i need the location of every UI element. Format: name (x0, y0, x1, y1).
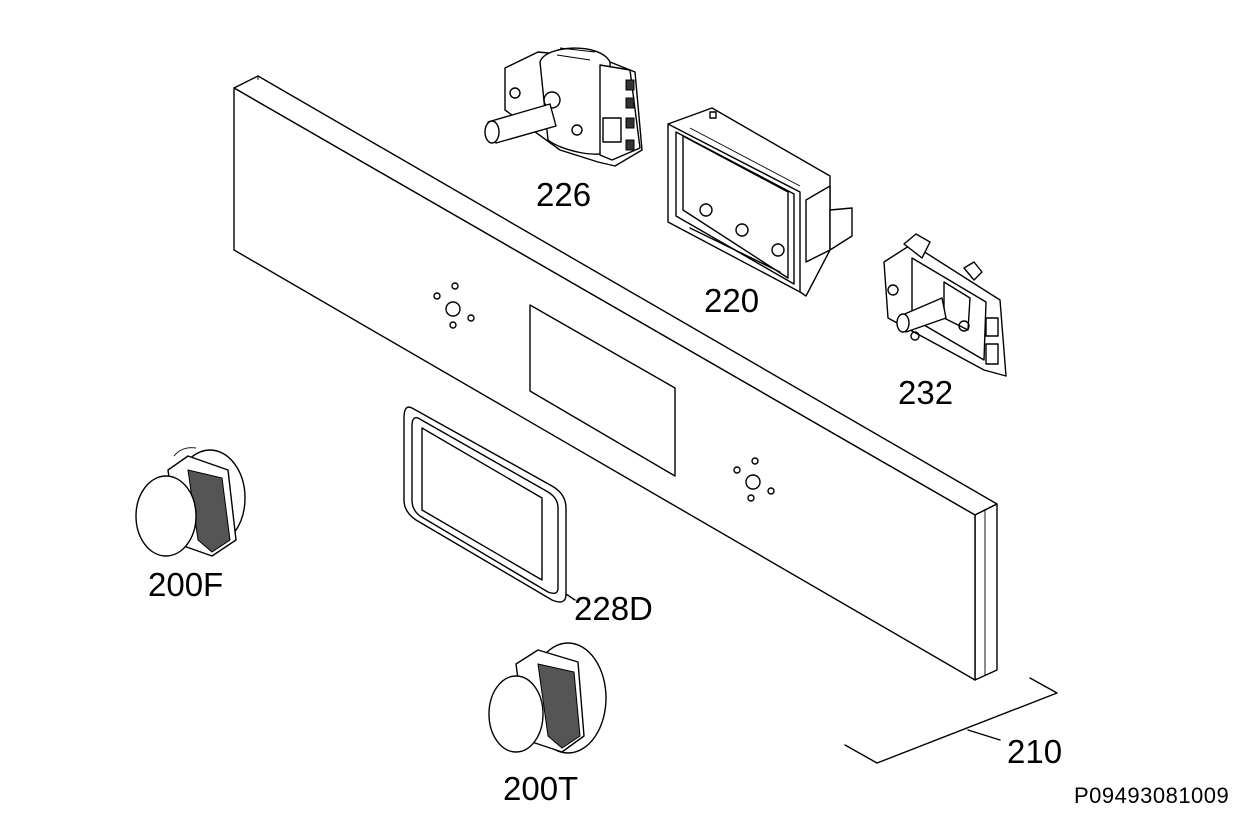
part-label-232: 232 (898, 374, 954, 411)
thermostat (883, 233, 1007, 377)
part-label-226: 226 (536, 176, 592, 213)
knob-mount-holes-right (733, 457, 775, 502)
knob-mount-holes-left (433, 282, 475, 329)
part-label-210: 210 (1007, 733, 1063, 770)
display-frame (403, 406, 576, 603)
part-label-220: 220 (704, 282, 760, 319)
rotary-switch (484, 47, 643, 167)
display-window (529, 304, 676, 477)
part-label-200f: 200F (148, 566, 224, 603)
knob-200t (488, 642, 607, 754)
control-panel (233, 75, 1058, 764)
part-label-228d: 228D (574, 590, 653, 627)
part-label-200t: 200T (503, 770, 579, 807)
drawing-reference-number: P09493081009 (1074, 783, 1230, 808)
knob-200f (135, 447, 246, 557)
display-housing (667, 107, 853, 297)
